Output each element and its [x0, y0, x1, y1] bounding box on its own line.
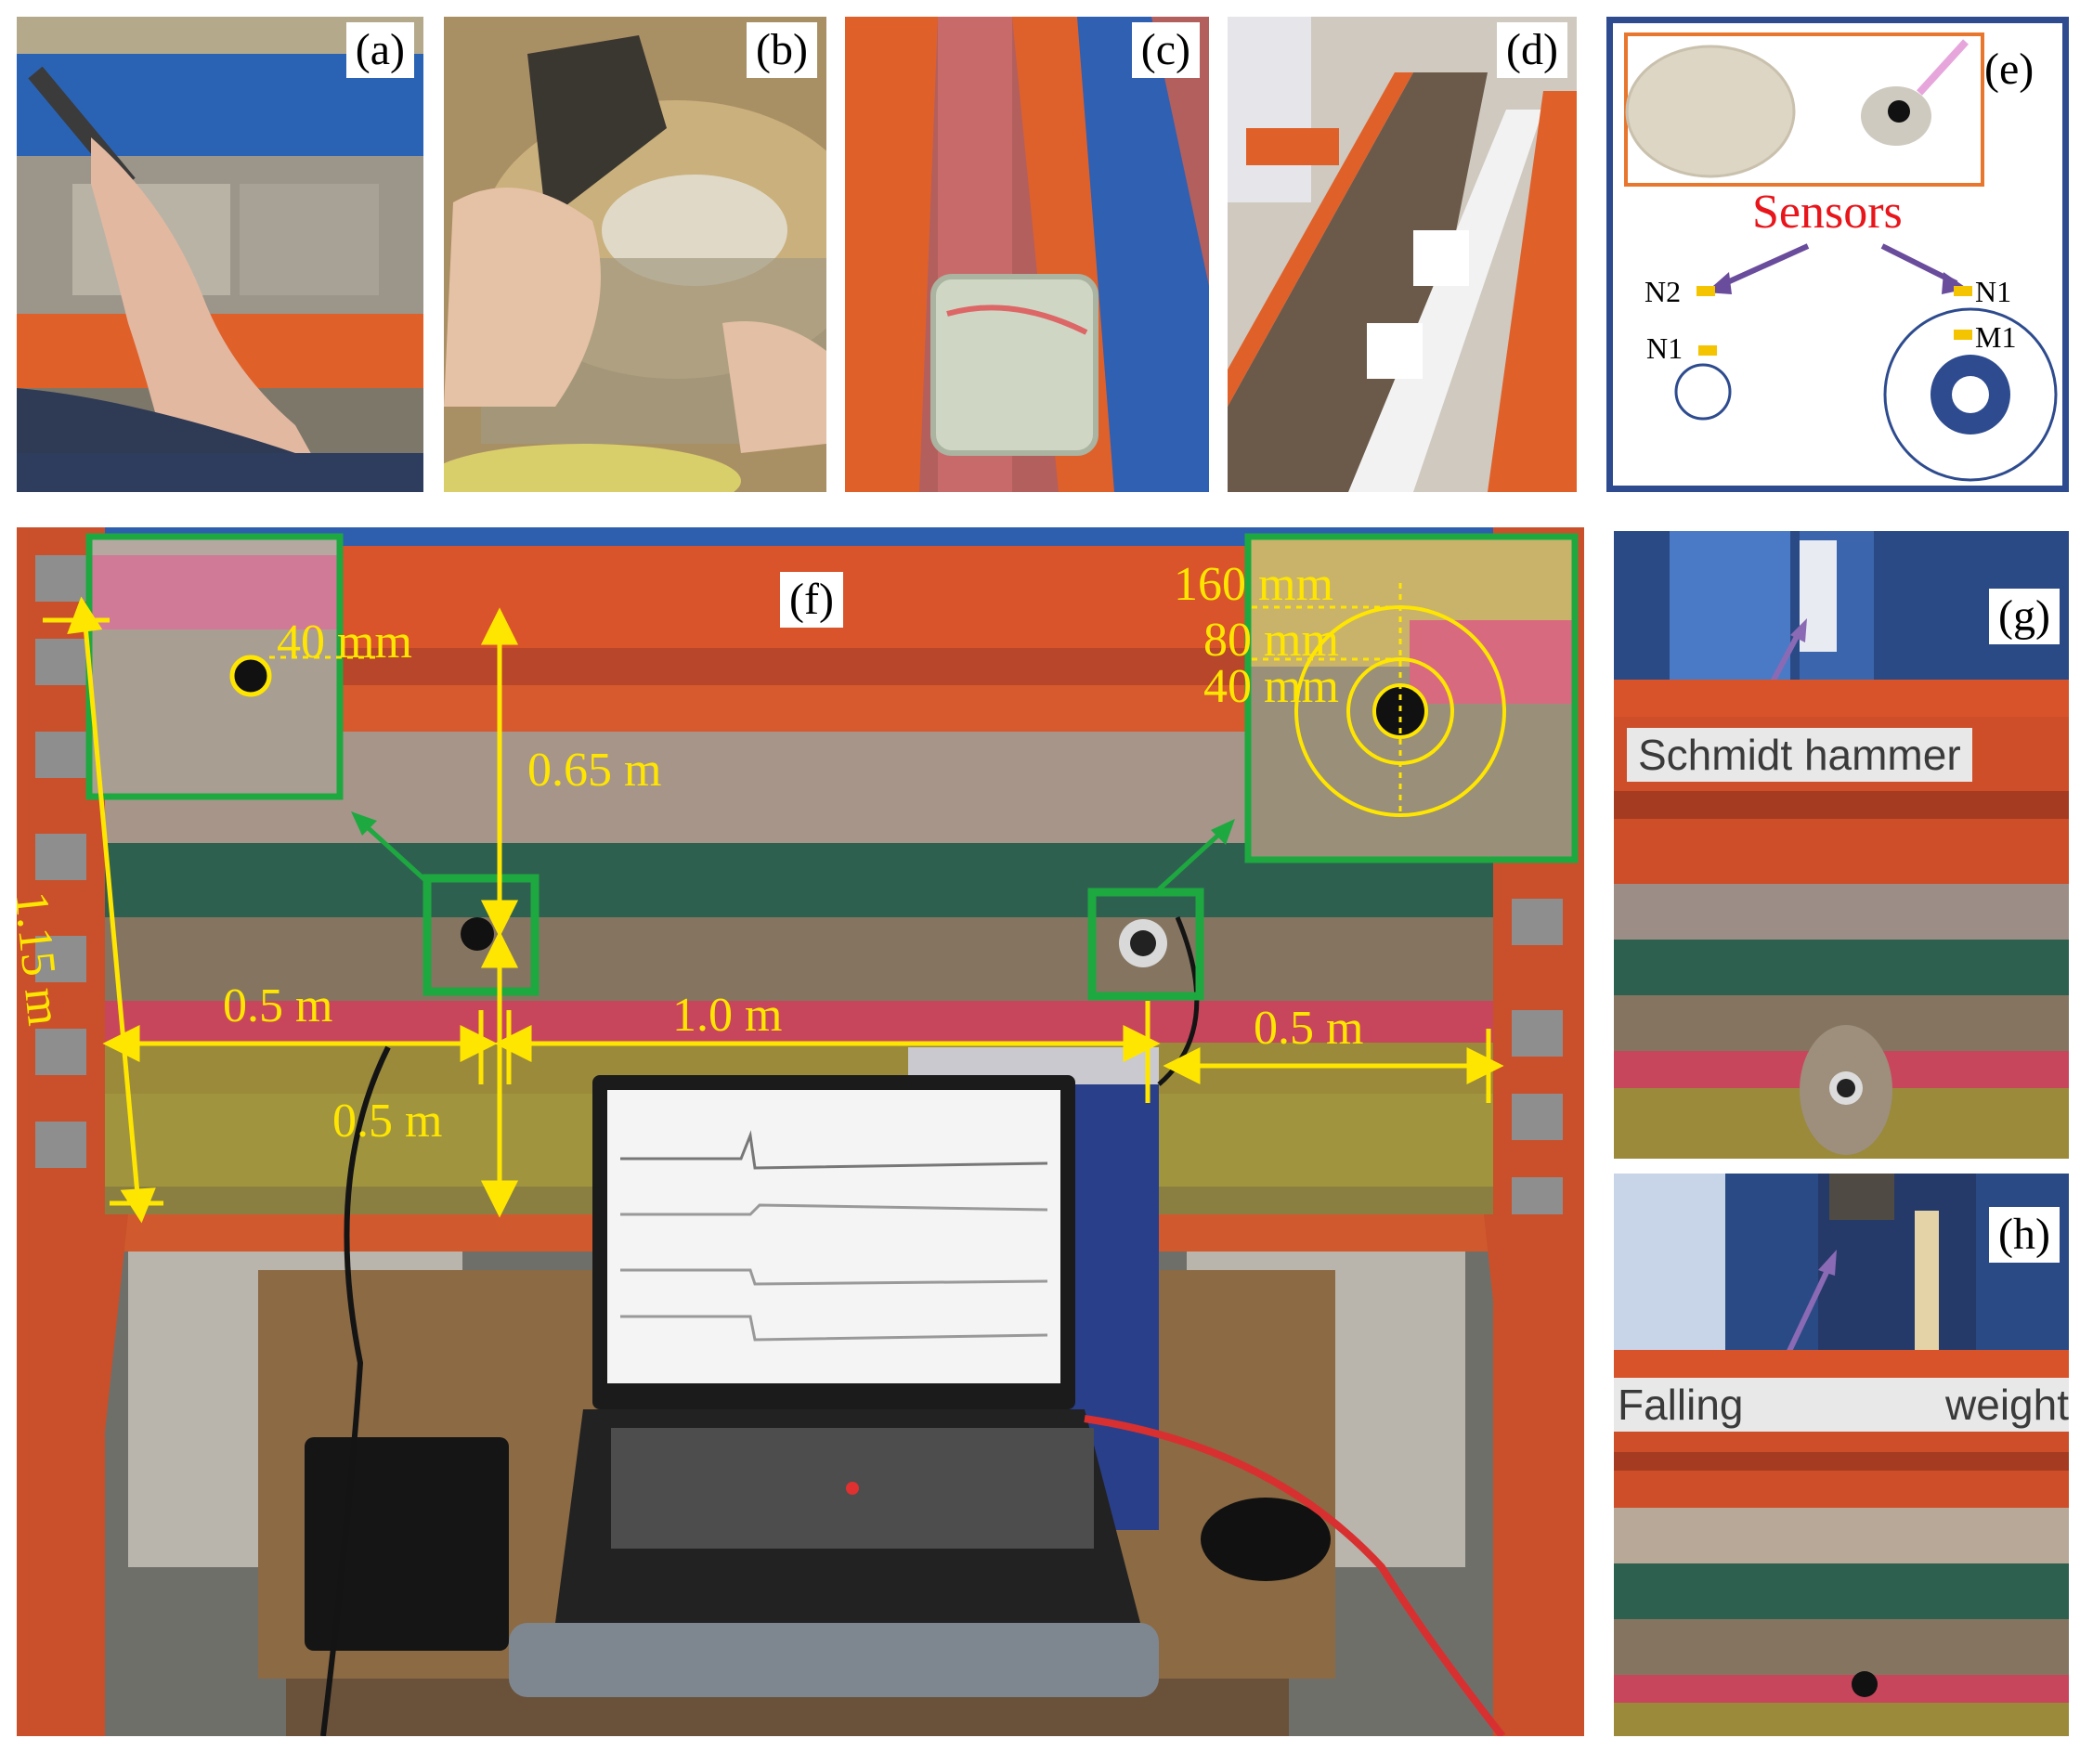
- laptop-screen-display: [607, 1090, 1060, 1383]
- photo-panel-c: (c): [845, 17, 1209, 492]
- photo-b-scene: [444, 17, 826, 492]
- caption-schmidt-hammer: Schmidt hammer: [1627, 728, 1972, 782]
- caption-weight: weight: [1945, 1381, 2069, 1429]
- panel-label-g: (g): [1989, 589, 2060, 644]
- photo-panel-d: (d): [1228, 17, 1577, 492]
- sensor-schematic-panel-e: (e) Sensors N2 N1 N1 M1: [1606, 17, 2069, 492]
- mouse: [1201, 1498, 1331, 1581]
- falling-weight: [1829, 1174, 1894, 1220]
- panel-label-h: (h): [1989, 1207, 2060, 1263]
- sensor-label-m1: M1: [1975, 320, 2017, 354]
- panel-label-a: (a): [345, 22, 414, 78]
- dim-label-0-5m-bottom: 0.5 m: [332, 1095, 443, 1148]
- dim-label-160mm: 160 mm: [1174, 558, 1333, 611]
- photo-panel-b: (b): [444, 17, 826, 492]
- sensors-title: Sensors: [1752, 186, 1903, 239]
- dim-label-0-65m: 0.65 m: [527, 744, 662, 797]
- photo-panel-g: (g) Schmidt hammer: [1614, 531, 2069, 1159]
- sensor-schematic-drawing: [1624, 32, 2058, 482]
- sensor-label-n1-top: N1: [1975, 275, 2012, 308]
- sensor-marker-m1: [1954, 330, 1972, 340]
- borehole-left: [461, 917, 494, 951]
- dim-label-1-0m: 1.0 m: [672, 989, 783, 1042]
- sensor-marker-n2: [1696, 286, 1715, 296]
- borehole-left-highlight: [422, 874, 540, 996]
- sensor-disc-photo: [1627, 46, 1794, 176]
- borehole-right-highlight: [1087, 888, 1204, 1001]
- panel-label-f: (f): [780, 572, 843, 628]
- sensor-label-n1-left: N1: [1646, 331, 1684, 365]
- photo-a-scene: [17, 17, 423, 492]
- panel-label-d: (d): [1497, 22, 1567, 78]
- caption-falling: Falling: [1618, 1381, 1744, 1429]
- dim-label-0-5m-right: 0.5 m: [1254, 1002, 1364, 1055]
- borehole-large-circle: [1883, 307, 2058, 482]
- sensor-label-n2: N2: [1644, 275, 1682, 308]
- sensor-marker-n1-left: [1698, 345, 1717, 356]
- inset-right-frame: [1244, 533, 1579, 863]
- borehole-small-circle: [1674, 363, 1732, 421]
- arrow-to-n2: [1713, 243, 1810, 291]
- measuring-ruler: [1915, 1211, 1939, 1350]
- photo-panel-f: (f) 40 mm 160 mm 80 mm 40 mm 0.65 m 1.15…: [17, 527, 1584, 1736]
- dim-label-40mm-left: 40 mm: [277, 616, 412, 668]
- test-rig-scene: [17, 527, 1584, 1736]
- dim-label-80mm: 80 mm: [1203, 614, 1339, 667]
- photo-c-scene: [845, 17, 1209, 492]
- photo-panel-h: (h) Falling weight: [1614, 1174, 2069, 1736]
- dim-label-0-5m-left: 0.5 m: [223, 979, 333, 1032]
- photo-panel-a: (a): [17, 17, 423, 492]
- panel-label-e: (e): [1984, 45, 2034, 94]
- panel-label-c: (c): [1131, 22, 1200, 78]
- photo-d-scene: [1228, 17, 1577, 492]
- power-adapter: [305, 1437, 509, 1651]
- sensor-marker-n1-top: [1954, 286, 1972, 296]
- dim-label-40mm-right: 40 mm: [1203, 660, 1339, 713]
- panel-label-b: (b): [747, 22, 817, 78]
- caption-falling-weight-bar: Falling weight: [1614, 1378, 2069, 1432]
